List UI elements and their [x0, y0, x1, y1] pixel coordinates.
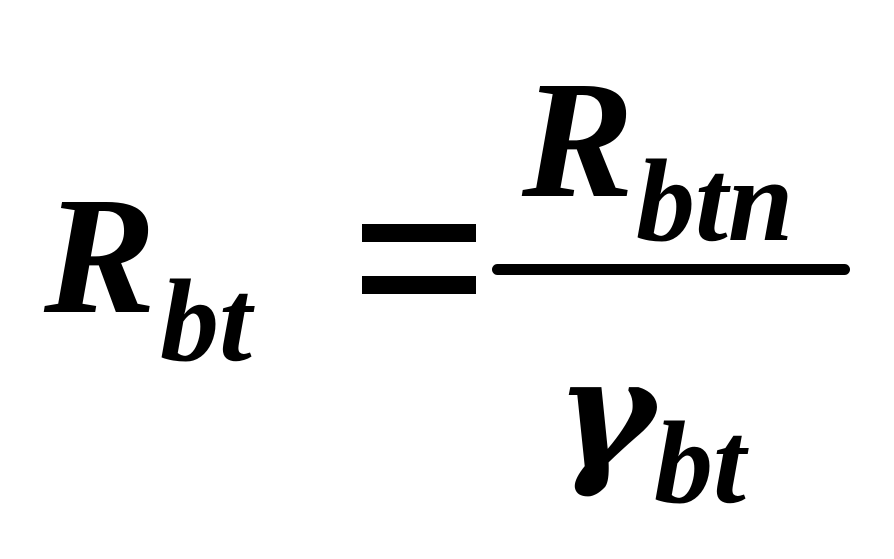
equals-sign: = [362, 220, 476, 300]
denominator-base: γ [556, 325, 656, 501]
numerator-subscript: btn [636, 135, 794, 266]
lhs-base: R [44, 163, 157, 349]
equals-bar-top [362, 224, 476, 242]
fraction-bar [492, 264, 850, 275]
numerator-base: R [522, 47, 635, 233]
denominator-subscript: bt [654, 397, 746, 528]
lhs-subscript: bt [160, 255, 252, 386]
equals-bar-bottom [362, 276, 476, 294]
